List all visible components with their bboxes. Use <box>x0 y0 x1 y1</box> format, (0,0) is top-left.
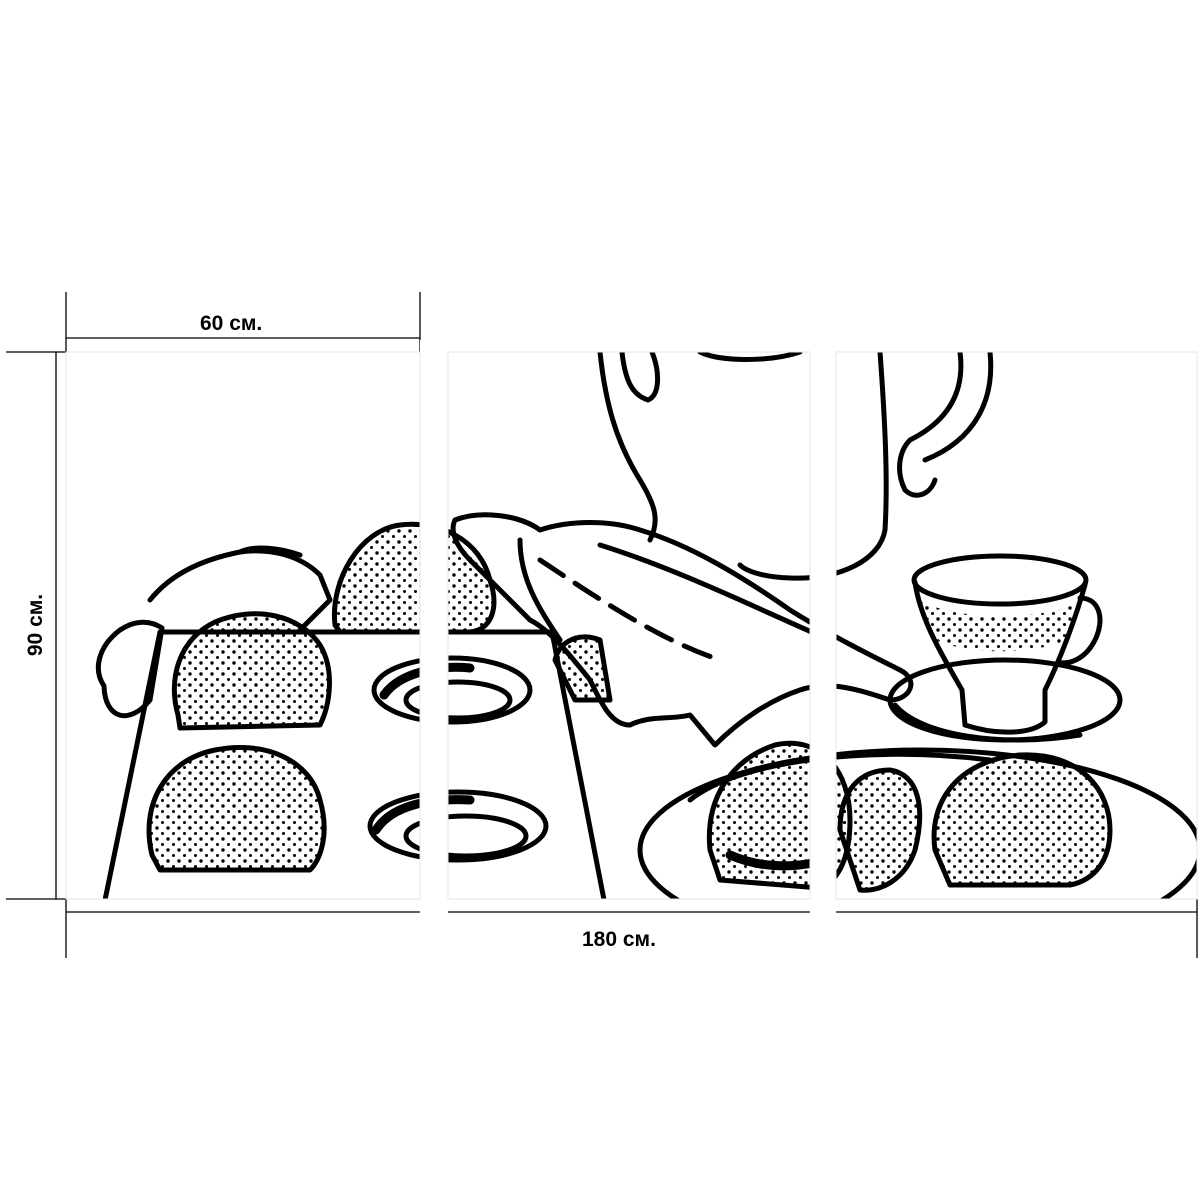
cup-body <box>912 579 1088 735</box>
pitcher-handle <box>897 352 964 498</box>
pitcher-rim <box>697 352 803 362</box>
muffin-2 <box>146 744 327 873</box>
tin-cavity-1 <box>371 655 533 725</box>
panel-center <box>447 351 811 900</box>
tin-cavity-2-inner <box>403 813 529 859</box>
cup-pattern <box>922 602 1080 652</box>
cup-handle <box>1055 595 1103 666</box>
tin-cavity-2-shade <box>371 795 475 835</box>
bun-3 <box>931 752 1113 888</box>
height-label: 90 см. <box>24 593 47 657</box>
cup-rim <box>911 553 1089 607</box>
tin-cavity-2 <box>367 789 549 863</box>
muffin-1 <box>171 611 332 731</box>
napkin-crease-2 <box>597 542 833 643</box>
saucer-rim <box>892 702 1083 743</box>
gap-top-left-panel-offset <box>448 340 810 352</box>
dimension-lines <box>6 292 1198 958</box>
total-width-label: 180 см. <box>582 928 656 951</box>
panel-left <box>65 351 421 900</box>
napkin-crease-1 <box>537 557 723 663</box>
pitcher-handle-inner <box>922 352 994 463</box>
gap-left <box>420 340 448 915</box>
panel-gaps <box>420 340 836 915</box>
plate <box>637 747 1197 899</box>
napkin-fold-2 <box>237 545 303 558</box>
panel-outlines <box>65 351 1198 900</box>
gap-right <box>810 340 836 915</box>
artwork <box>95 352 1197 899</box>
bun-2 <box>837 767 923 893</box>
napkin-crease-3 <box>517 537 563 643</box>
panel-right <box>835 351 1198 900</box>
tin-cavity-1-inner <box>403 679 513 721</box>
muffin-3 <box>331 521 497 635</box>
saucer <box>887 657 1123 743</box>
napkin-under-tin <box>95 619 165 719</box>
pitcher-lip <box>619 352 660 403</box>
panel-width-label: 60 см. <box>200 312 263 335</box>
pitcher-body <box>597 352 889 581</box>
